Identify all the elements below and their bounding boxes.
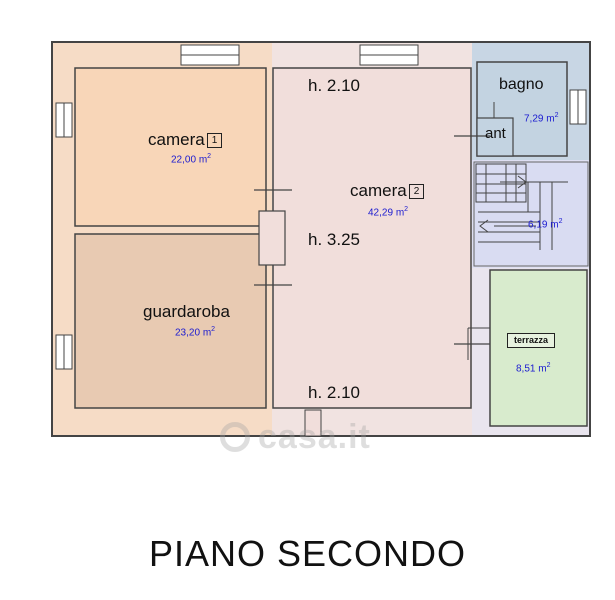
area-exp-bagno: 2 xyxy=(554,112,559,119)
area-value-terrazza: 8,51 xyxy=(516,363,536,375)
watermark-text: casa.it xyxy=(258,418,371,456)
window-top-center xyxy=(359,44,419,66)
window-left-upper xyxy=(55,102,73,138)
room-name-guardaroba: guardaroba xyxy=(143,302,230,321)
area-unit-terrazza: m xyxy=(538,363,547,375)
room-terrazza xyxy=(489,269,588,427)
area-value-bagno: 7,29 xyxy=(524,113,544,125)
height-bottom-text: h. 2.10 xyxy=(308,383,360,402)
room-ant xyxy=(476,117,514,157)
area-exp-terrazza: 2 xyxy=(546,362,551,369)
bottom-opening xyxy=(304,409,322,437)
label-guardaroba: guardaroba xyxy=(143,303,230,321)
room-stairs xyxy=(473,161,589,267)
area-exp-stairs: 2 xyxy=(558,218,563,225)
watermark-logo-icon xyxy=(220,422,250,452)
room-camera1 xyxy=(74,67,267,227)
height-top: h. 2.10 xyxy=(308,77,360,95)
room-name-bagno: bagno xyxy=(499,76,544,93)
area-value-camera1: 22,00 xyxy=(171,154,197,166)
area-exp-guardaroba: 2 xyxy=(211,326,216,333)
area-exp-camera1: 2 xyxy=(207,153,212,160)
room-guardaroba xyxy=(74,233,267,409)
area-camera1: 22,00 m2 xyxy=(171,153,211,165)
area-unit-camera2: m xyxy=(395,207,405,219)
label-ant: ant xyxy=(485,126,506,142)
area-unit-camera1: m xyxy=(198,154,208,166)
height-bottom: h. 2.10 xyxy=(308,384,360,402)
column xyxy=(258,210,286,266)
room-number-camera1: 1 xyxy=(206,133,223,148)
stairs xyxy=(475,163,568,250)
room-name-camera2: camera xyxy=(350,181,407,200)
area-value-stairs: 6,19 xyxy=(528,219,548,231)
height-middle: h. 3.25 xyxy=(308,231,360,249)
area-value-camera2: 42,29 xyxy=(368,207,394,219)
label-bagno: bagno xyxy=(499,77,544,93)
area-exp-camera2: 2 xyxy=(404,206,409,213)
area-value-guardaroba: 23,20 xyxy=(175,327,201,339)
room-number-camera2: 2 xyxy=(408,184,425,199)
area-unit-stairs: m xyxy=(550,219,559,231)
height-top-text: h. 2.10 xyxy=(308,76,360,95)
area-stairs: 6,19 m2 xyxy=(528,218,563,230)
area-bagno: 7,29 m2 xyxy=(524,112,559,124)
room-name-ant: ant xyxy=(485,125,506,142)
height-middle-text: h. 3.25 xyxy=(308,230,360,249)
area-guardaroba: 23,20 m2 xyxy=(175,326,215,338)
area-terrazza: 8,51 m2 xyxy=(516,362,551,374)
plan-title: PIANO SECONDO xyxy=(148,533,467,574)
room-name-camera1: camera xyxy=(148,130,205,149)
label-terrazza: terrazza xyxy=(507,333,556,348)
window-bagno xyxy=(569,89,587,125)
room-name-terrazza: terrazza xyxy=(514,335,549,345)
room-camera2 xyxy=(272,67,472,409)
window-left-lower xyxy=(55,334,73,370)
area-unit-bagno: m xyxy=(546,113,555,125)
area-unit-guardaroba: m xyxy=(202,327,212,339)
area-camera2: 42,29 m2 xyxy=(368,206,408,218)
window-top-left xyxy=(180,44,240,66)
